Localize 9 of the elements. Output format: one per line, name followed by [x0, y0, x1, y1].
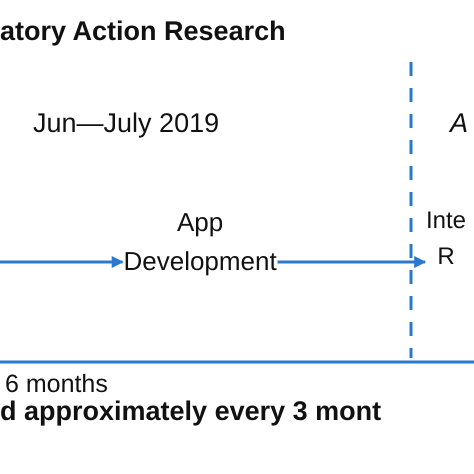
arrow — [278, 256, 426, 268]
duration-label: 6 months — [5, 370, 108, 399]
phase-label: A — [450, 108, 468, 140]
step-label: App Development — [124, 203, 277, 281]
arrow — [0, 256, 124, 268]
date-label: Jun—July 2019 — [33, 108, 220, 140]
step-label: Inte R — [426, 203, 466, 275]
note-text: d approximately every 3 mont — [0, 396, 382, 428]
title: atory Action Research — [0, 16, 286, 48]
